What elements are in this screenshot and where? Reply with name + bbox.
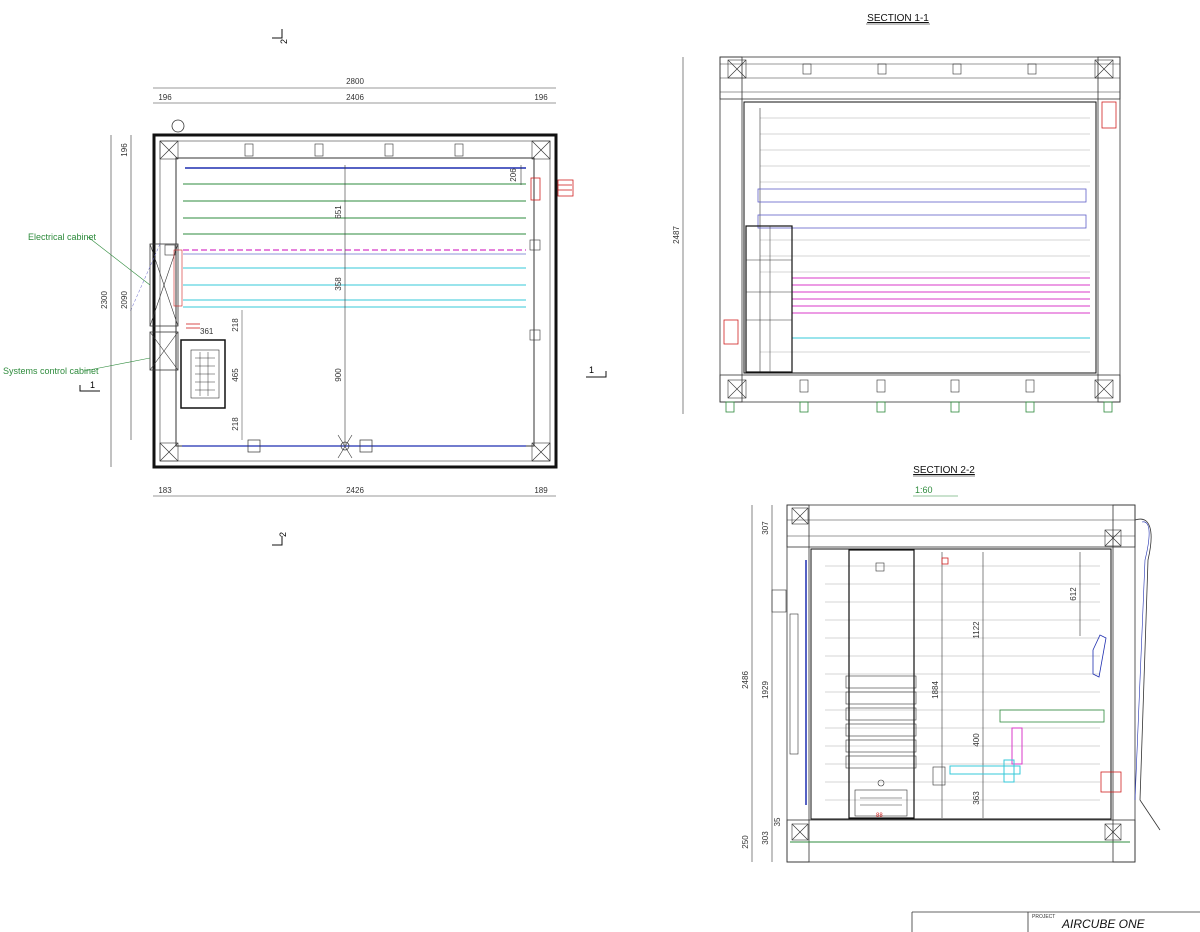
dim-bottom-left: 183 xyxy=(158,486,172,495)
dim-top-left: 196 xyxy=(158,93,172,102)
dim-top-middle: 2406 xyxy=(346,93,364,102)
section-1-title: SECTION 1-1 xyxy=(867,13,929,24)
dim-section2-612: 612 xyxy=(1069,587,1078,601)
red-marker: 88 xyxy=(876,813,883,819)
dim-left-2090: 2090 xyxy=(120,291,129,309)
dim-section2-2486: 2486 xyxy=(741,671,750,689)
dim-plan-651: 651 xyxy=(334,205,343,219)
dim-plan-206: 206 xyxy=(509,168,518,182)
dim-plan-361: 361 xyxy=(200,327,214,336)
dim-section2-303: 303 xyxy=(761,831,770,845)
dim-section2-250: 250 xyxy=(741,835,750,849)
dim-top-right: 196 xyxy=(534,93,548,102)
dim-section2-363: 363 xyxy=(972,791,981,805)
dim-left-196: 196 xyxy=(120,143,129,157)
dim-section2-1122: 1122 xyxy=(972,621,981,639)
section-2-scale: 1:60 xyxy=(915,485,933,495)
dim-plan-218-a: 218 xyxy=(231,318,240,332)
title-block-project-name: AIRCUBE ONE xyxy=(1061,917,1146,931)
dim-plan-900: 900 xyxy=(334,368,343,382)
label-systems-control-cabinet: Systems control cabinet xyxy=(3,366,99,376)
dim-bottom-right: 189 xyxy=(534,486,548,495)
dim-left-2300: 2300 xyxy=(100,291,109,309)
dim-plan-465: 465 xyxy=(231,368,240,382)
section-marker-left: 1 xyxy=(90,380,95,390)
section-1-view: SECTION 1-1 2487 xyxy=(672,13,1121,414)
section-marker-right: 1 xyxy=(589,365,594,375)
dim-section1-height: 2487 xyxy=(672,226,681,244)
dim-section2-1884: 1884 xyxy=(931,681,940,699)
dim-plan-218-b: 218 xyxy=(231,417,240,431)
section-marker-top: 2 xyxy=(279,39,289,44)
dim-plan-358: 358 xyxy=(334,277,343,291)
dim-overall: 2800 xyxy=(346,77,364,86)
title-block-project-label: PROJECT xyxy=(1032,914,1055,920)
dim-section2-307: 307 xyxy=(761,521,770,535)
label-electrical-cabinet: Electrical cabinet xyxy=(28,232,97,242)
section-2-title: SECTION 2-2 xyxy=(913,465,975,476)
dim-section2-400: 400 xyxy=(972,733,981,747)
dim-section2-1929: 1929 xyxy=(761,681,770,699)
dim-bottom-middle: 2426 xyxy=(346,486,364,495)
title-block: PROJECT AIRCUBE ONE xyxy=(911,911,1200,932)
section-marker-bottom: 2 xyxy=(278,532,288,537)
section-2-view: SECTION 2-2 1:60 2486 307 1929 250 303 3… xyxy=(741,465,1161,863)
plan-view: 2800 196 2406 196 2 xyxy=(3,29,607,546)
dim-section2-35: 35 xyxy=(773,817,782,826)
